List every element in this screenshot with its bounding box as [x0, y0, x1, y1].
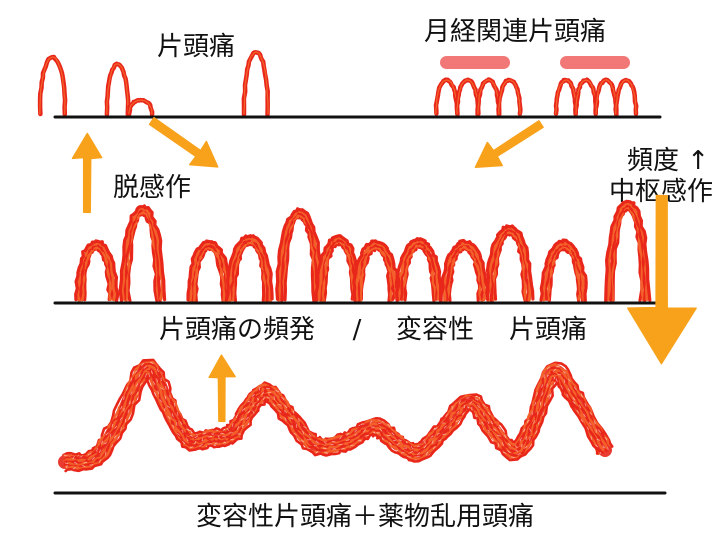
scribble-stroke	[539, 238, 588, 303]
attack-peak-outline	[37, 54, 68, 117]
attack-peak-highlight	[128, 99, 153, 115]
attack-peak-outline	[553, 77, 578, 117]
label-desensitization: 脱感作	[113, 173, 191, 203]
transition-arrows	[71, 116, 697, 423]
scribble-stroke	[352, 239, 401, 302]
attack-peak-outline	[104, 61, 131, 117]
attack-peak-highlight	[435, 79, 458, 115]
attack-peak-outline	[454, 77, 481, 117]
scribble-stroke	[192, 244, 227, 303]
attack-peak	[37, 54, 68, 117]
attack-peak	[553, 77, 578, 117]
attack-peak	[454, 77, 481, 117]
episodic-attack-peaks	[37, 50, 639, 117]
attack-peak-outline	[593, 77, 619, 117]
frequent-attack-peak	[186, 239, 232, 303]
attack-peak-highlight	[456, 79, 479, 115]
attack-peak	[241, 50, 270, 117]
row-transformed-moh: 変容性片頭痛＋薬物乱用頭痛	[53, 358, 667, 532]
menstrual-period-bar	[560, 56, 630, 69]
scribble-stroke	[445, 244, 484, 302]
scribble-stroke	[275, 207, 325, 301]
frequent-attack-peak	[275, 207, 325, 303]
attack-peak-highlight	[615, 79, 637, 115]
scribble-stroke	[608, 203, 647, 302]
label-menstrual-migraine: 月経関連片頭痛	[424, 17, 606, 47]
scribble-stroke	[231, 240, 269, 303]
arrow-up-to-episodic	[71, 132, 103, 214]
scribble-stroke	[74, 239, 120, 303]
label-transformed-moh: 変容性片頭痛＋薬物乱用頭痛	[196, 502, 534, 532]
scribble-stroke	[65, 367, 605, 467]
frequent-attack-peak	[485, 224, 535, 303]
frequent-attack-peak	[439, 238, 490, 303]
attack-peak-outline	[496, 77, 523, 117]
label-frequent-migraine: 片頭痛の頻発	[159, 315, 315, 345]
scribble-stroke	[485, 224, 535, 301]
frequent-attack-peak	[352, 239, 401, 303]
attack-peak	[496, 77, 523, 117]
attack-peak-outline	[126, 97, 155, 117]
attack-peak-highlight	[498, 79, 521, 115]
attack-peak	[433, 77, 460, 117]
arrow-desensitization	[148, 116, 219, 168]
arrow-central-sensitization	[627, 194, 697, 365]
scribble-stroke	[604, 199, 652, 303]
attack-peak-highlight	[595, 79, 617, 115]
attack-peak	[613, 77, 639, 117]
scribble-stroke	[439, 238, 490, 303]
scribble-stroke	[395, 237, 443, 303]
row-frequent-migraine: 片頭痛の頻発 / 変容性 片頭痛	[53, 199, 657, 345]
continuous-headache-wave	[58, 358, 614, 473]
menstrual-period-bars	[440, 56, 630, 69]
scribble-stroke	[228, 237, 270, 302]
label-frequency-up: 頻度 ↑	[627, 146, 709, 176]
frequent-attack-peak	[604, 199, 652, 303]
attack-peak-outline	[573, 77, 599, 117]
attack-peak	[104, 61, 131, 117]
scribble-stroke	[63, 369, 604, 469]
frequent-attack-peak	[118, 204, 167, 303]
scribble-texture	[65, 366, 606, 465]
attack-peak	[593, 77, 619, 117]
attack-peak-highlight	[477, 79, 500, 115]
arrow-up-from-moh	[208, 354, 236, 423]
attack-peak-highlight	[555, 79, 577, 115]
attack-peak-outline	[475, 77, 502, 117]
attack-peak	[573, 77, 599, 117]
attack-peak-highlight	[106, 63, 129, 115]
frequent-attack-peak	[395, 237, 443, 303]
scribble-stroke	[64, 374, 599, 473]
frequent-attack-peak	[74, 239, 120, 303]
scribble-stroke	[545, 244, 583, 301]
attack-peak-highlight	[243, 51, 269, 115]
label-migraine: 片頭痛	[157, 32, 235, 62]
arrow-to-frequent	[474, 120, 544, 168]
scribble-stroke	[283, 215, 316, 303]
attack-peak-outline	[433, 77, 460, 117]
attack-peak	[475, 77, 502, 117]
attack-peak-highlight	[39, 56, 66, 115]
scribble-texture	[64, 362, 609, 460]
frequent-attack-peaks	[74, 199, 652, 303]
attack-peak-outline	[613, 77, 639, 117]
scribble-stroke	[76, 240, 117, 302]
scribble-stroke	[118, 204, 167, 303]
frequent-attack-peak	[539, 238, 588, 303]
scribble-stroke	[224, 234, 274, 302]
label-migraine-2: 片頭痛	[509, 315, 587, 345]
attack-peak	[126, 97, 155, 117]
attack-peak-outline	[241, 50, 270, 117]
frequent-attack-peak	[224, 234, 274, 303]
menstrual-period-bar	[440, 56, 510, 69]
label-separator: /	[353, 315, 362, 345]
label-transformed: 変容性	[396, 315, 474, 345]
scribble-stroke	[186, 239, 232, 302]
row-episodic-migraine: 片頭痛 月経関連片頭痛	[37, 17, 662, 119]
transition-labels: 脱感作 頻度 ↑ 中枢感作	[113, 146, 713, 207]
scribble-stroke	[358, 244, 394, 302]
